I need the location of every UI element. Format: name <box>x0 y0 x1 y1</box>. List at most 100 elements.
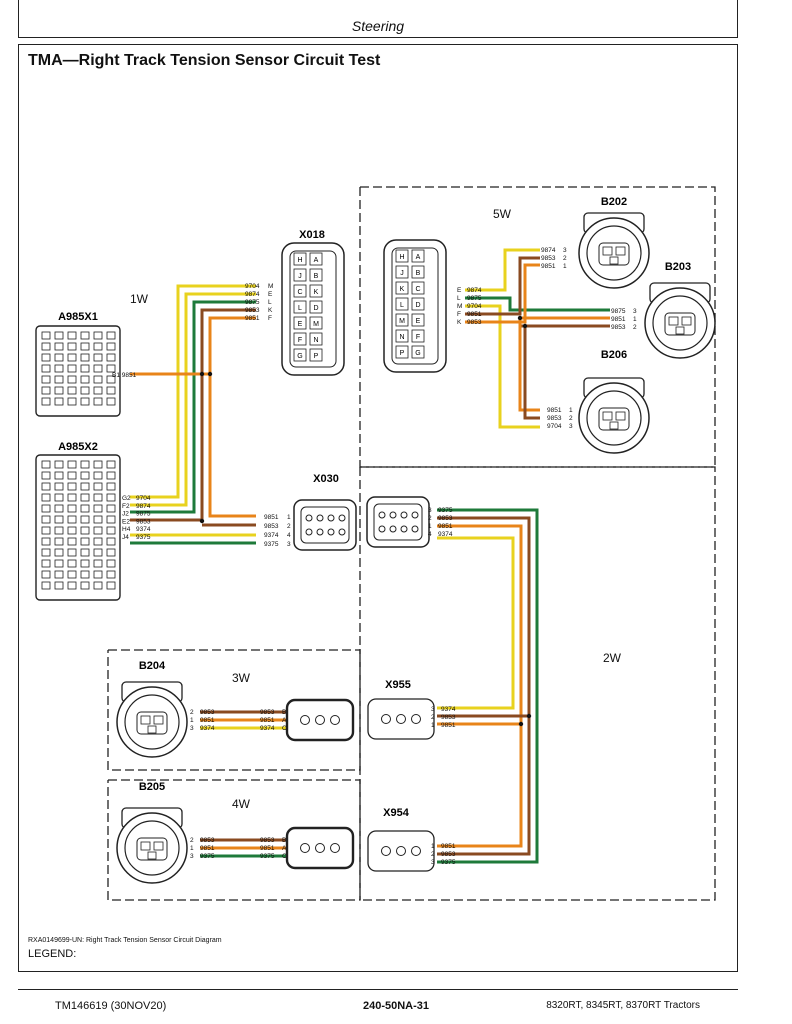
wire-label: 9853 <box>136 518 151 525</box>
ecu-pin <box>54 364 64 373</box>
ecu-pin <box>41 331 51 340</box>
ecu-pin <box>54 559 64 568</box>
wire-label: 9851 <box>541 263 556 270</box>
ecu-pin <box>54 515 64 524</box>
ecu-pin <box>67 482 77 491</box>
wire-9875 <box>465 296 610 312</box>
wire-label: 9853 <box>441 851 456 858</box>
pin-label: 3 <box>431 859 435 866</box>
page-header: Steering <box>18 0 738 38</box>
ecu-pin <box>93 342 103 351</box>
cell-pin-label: G <box>297 353 302 360</box>
wire-label: 9875 <box>611 308 626 315</box>
splice-dot <box>199 371 205 377</box>
pin-label: F2 <box>122 503 130 510</box>
ecu-pin <box>67 537 77 546</box>
pin-label: F <box>457 311 461 318</box>
wire-label: 9374 <box>264 532 279 539</box>
wire-label: 9853 <box>441 714 456 721</box>
wire-label: 9851 <box>438 523 453 530</box>
cell-pin-label: E <box>416 318 421 325</box>
splice-dot <box>526 713 532 719</box>
pin-label: 1 <box>633 316 637 323</box>
footer-models: 8320RT, 8345RT, 8370RT Tractors <box>546 1000 700 1011</box>
pin-label: C <box>282 725 287 732</box>
connector-cell <box>309 348 323 362</box>
ecu-pin <box>93 331 103 340</box>
pin-label: 3 <box>563 247 567 254</box>
connector-cavity <box>315 715 325 725</box>
ecu-pin <box>80 504 90 513</box>
ecu-pin <box>93 515 103 524</box>
wire-label: 9851 <box>260 845 275 852</box>
cell-pin-label: D <box>415 302 420 309</box>
cell-pin-label: C <box>415 286 420 293</box>
wire-9851 <box>437 524 523 848</box>
wire-label: 9853 <box>200 837 215 844</box>
pin-label: B <box>282 709 286 716</box>
harness-3w-frame <box>107 649 361 771</box>
connector-b205-mate <box>285 826 355 870</box>
pin-label: E <box>268 291 273 298</box>
ecu-pin <box>93 537 103 546</box>
ecu-pin <box>67 548 77 557</box>
harness-label-4w: 4W <box>232 797 251 811</box>
ecu-pin <box>41 570 51 579</box>
harness-2w-frame <box>360 466 716 901</box>
wire-label: 9853 <box>467 319 482 326</box>
ecu-pin <box>93 581 103 590</box>
connector-body <box>285 698 355 742</box>
pin-label: 2 <box>569 415 573 422</box>
ecu-pin <box>80 559 90 568</box>
wire-label: 9853 <box>200 709 215 716</box>
pin-label: F <box>268 315 272 322</box>
connector-cell <box>309 284 323 298</box>
ecu-pin <box>54 331 64 340</box>
wire-9875 <box>130 300 256 514</box>
cell-pin-label: K <box>400 286 405 293</box>
ecu-pin <box>67 471 77 480</box>
ecu-pin <box>67 331 77 340</box>
ecu-pin <box>93 353 103 362</box>
wire-label: 9375 <box>264 541 279 548</box>
pin-label: 2 <box>431 851 435 858</box>
ecu-pin <box>93 570 103 579</box>
connector-cavity <box>389 525 397 533</box>
connector-cell <box>411 297 425 311</box>
pin-label: 3 <box>190 725 194 732</box>
cell-pin-label: A <box>314 257 319 264</box>
pin-label: 3 <box>431 706 435 713</box>
wire-label: 9875 <box>467 295 482 302</box>
connector-cell <box>293 300 307 314</box>
ecu-pin <box>106 375 116 384</box>
ecu-pin <box>41 537 51 546</box>
wire-9374 <box>437 536 515 710</box>
ecu-pin <box>106 331 116 340</box>
cell-pin-label: A <box>416 254 421 261</box>
sensor-socket <box>598 407 630 431</box>
ecu-pin <box>67 397 77 406</box>
label-b204: B204 <box>139 660 166 672</box>
connector-cavity <box>411 511 419 519</box>
connector-cell <box>395 329 409 343</box>
pin-label: 3 <box>190 853 194 860</box>
connector-cavity <box>400 511 408 519</box>
cell-pin-label: L <box>400 302 404 309</box>
cell-pin-label: F <box>298 337 302 344</box>
label-b203: B203 <box>665 261 691 273</box>
connector-cavity <box>315 843 325 853</box>
sensor-b204 <box>116 681 188 758</box>
connector-cell <box>411 265 425 279</box>
wire-9853 <box>523 326 540 420</box>
ecu-pin <box>106 504 116 513</box>
page-title: TMA—Right Track Tension Sensor Circuit T… <box>28 52 381 69</box>
pin-label: 2 <box>190 709 194 716</box>
connector-cavity <box>400 525 408 533</box>
cell-pin-label: M <box>313 321 319 328</box>
harness-label-2w: 2W <box>603 651 622 665</box>
connector-cavity <box>327 514 335 522</box>
pin-label: A <box>282 845 287 852</box>
connector-cell <box>395 281 409 295</box>
ecu-pin <box>67 493 77 502</box>
